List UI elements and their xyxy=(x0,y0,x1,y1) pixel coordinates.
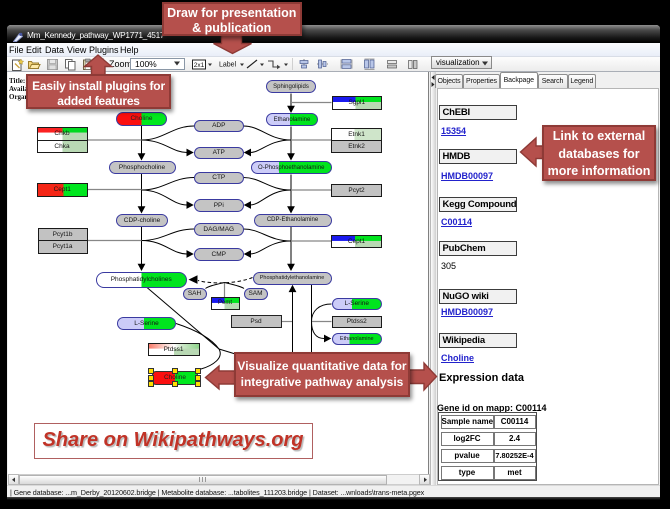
svg-text:2x1: 2x1 xyxy=(194,62,205,69)
svg-text:Label: Label xyxy=(219,62,237,69)
